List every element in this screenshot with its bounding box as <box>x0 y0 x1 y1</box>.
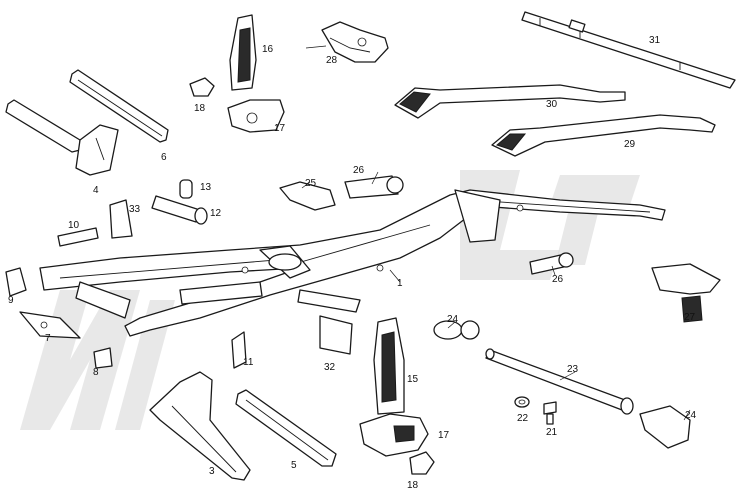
leader-lines <box>301 45 691 421</box>
callout-29: 29 <box>624 139 636 150</box>
callout-1: 1 <box>397 278 403 289</box>
part-5-angle-bar <box>235 389 337 467</box>
callout-22: 22 <box>517 413 529 424</box>
part-8-clip <box>93 347 113 369</box>
part-12-tube <box>151 195 208 225</box>
part-28-bracket <box>321 21 389 63</box>
part-17-mount-lower <box>359 413 429 457</box>
callout-25: 25 <box>305 178 317 189</box>
callout-5: 5 <box>291 460 297 471</box>
part-16-pillar <box>229 14 257 91</box>
part-18-clip <box>189 77 215 97</box>
part-13-tube <box>179 179 193 199</box>
part-1-main-frame <box>39 189 666 337</box>
callout-24-upper: 24 <box>447 314 459 325</box>
callout-33: 33 <box>129 204 141 215</box>
callout-4: 4 <box>93 185 99 196</box>
part-6-angle-bar <box>69 69 169 143</box>
callout-12: 12 <box>210 208 222 219</box>
callout-18-upper: 18 <box>194 103 206 114</box>
callout-27: 27 <box>684 312 696 323</box>
part-31-long-rail <box>521 11 736 89</box>
part-27-bracket <box>651 263 721 323</box>
callout-23: 23 <box>567 364 579 375</box>
callout-17-upper: 17 <box>274 123 286 134</box>
part-4-bracket <box>5 99 119 176</box>
part-22-washer <box>514 396 530 408</box>
callout-13: 13 <box>200 182 212 193</box>
part-26-sleeve-right <box>529 252 574 275</box>
callout-labels: 1 3 4 5 6 7 8 9 10 11 12 13 15 16 17 17 … <box>8 35 697 491</box>
callout-18-lower: 18 <box>407 480 419 491</box>
callout-7: 7 <box>45 333 51 344</box>
callout-15: 15 <box>407 374 419 385</box>
part-11-bracket <box>231 331 247 369</box>
part-26-sleeve-top <box>344 175 404 199</box>
callout-9: 9 <box>8 295 14 306</box>
callout-30: 30 <box>546 99 558 110</box>
part-7-plate <box>19 311 81 339</box>
callout-8: 8 <box>93 367 99 378</box>
callout-16: 16 <box>262 44 274 55</box>
callout-26-lower: 26 <box>552 274 564 285</box>
part-3-bracket <box>149 371 251 481</box>
part-29-side-member <box>491 114 716 157</box>
callout-26-upper: 26 <box>353 165 365 176</box>
part-33-plate <box>109 199 133 239</box>
part-25-bracket <box>279 181 336 211</box>
part-23-shaft <box>485 348 634 415</box>
callout-21: 21 <box>546 427 558 438</box>
part-17-mount <box>227 99 285 133</box>
callout-24-lower: 24 <box>685 410 697 421</box>
callout-31: 31 <box>649 35 661 46</box>
callout-11: 11 <box>243 357 254 368</box>
part-9-bracket <box>5 267 27 297</box>
callout-32: 32 <box>324 362 336 373</box>
part-21-bolt <box>543 401 557 425</box>
callout-10: 10 <box>68 220 80 231</box>
part-32-plate <box>319 315 353 355</box>
part-10-pin <box>57 227 99 247</box>
callout-28: 28 <box>326 55 338 66</box>
part-24-bushing <box>433 320 480 340</box>
callout-6: 6 <box>161 152 167 163</box>
part-18-clip-lower <box>409 451 435 475</box>
part-15-pillar <box>373 317 405 415</box>
callout-3: 3 <box>209 466 215 477</box>
callout-17-lower: 17 <box>438 430 450 441</box>
part-24-cover <box>639 405 691 449</box>
part-30-side-member <box>394 84 626 119</box>
